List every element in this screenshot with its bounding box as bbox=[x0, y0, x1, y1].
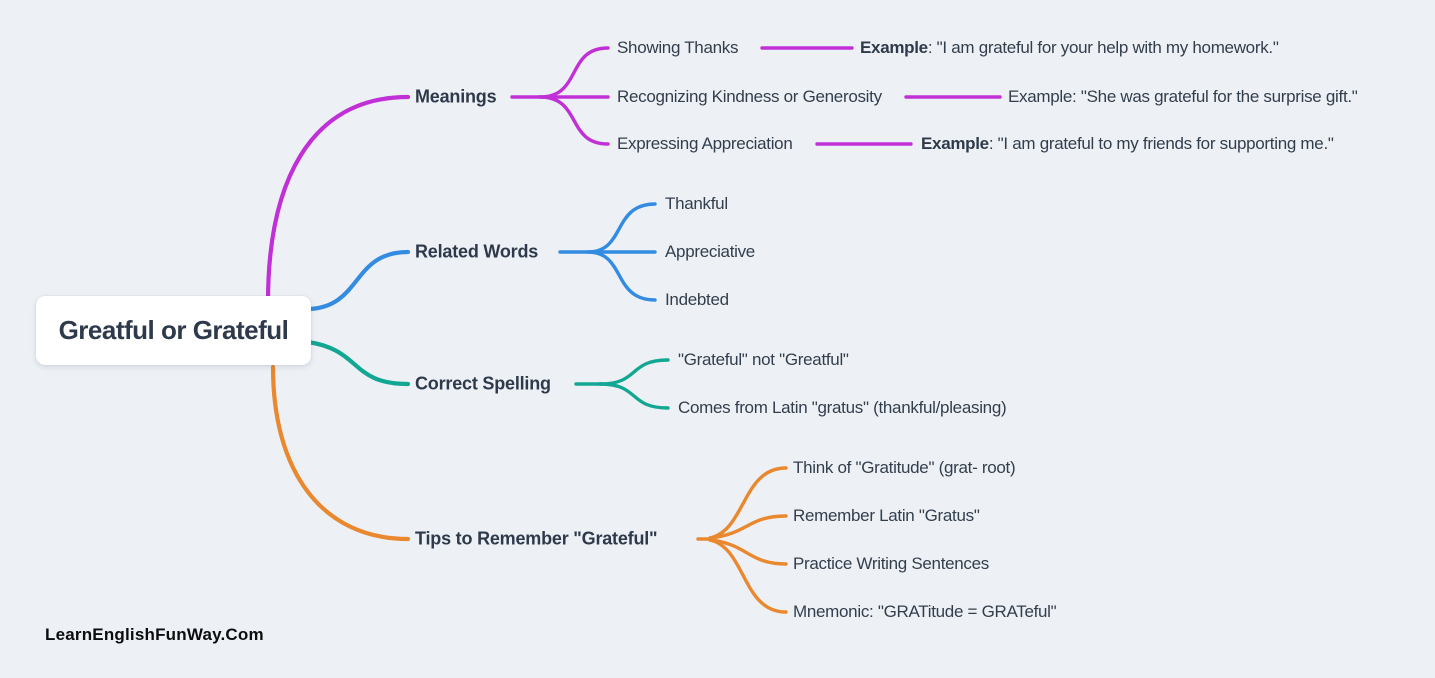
example-1-text: : "I am grateful for your help with my h… bbox=[927, 38, 1279, 57]
node-recognizing-kindness: Recognizing Kindness or Generosity bbox=[617, 87, 882, 106]
node-practice-sentences: Practice Writing Sentences bbox=[793, 554, 989, 573]
example-3-lead: Example bbox=[921, 134, 989, 153]
node-indebted: Indebted bbox=[665, 290, 729, 309]
example-1-lead: Example bbox=[860, 38, 928, 57]
watermark-text: LearnEnglishFunWay.Com bbox=[45, 625, 264, 644]
branch-label-tips: Tips to Remember "Grateful" bbox=[415, 528, 658, 549]
branch-line-tips-3 bbox=[708, 538, 788, 566]
branch-line-related-down bbox=[586, 250, 657, 302]
node-example-3: Example: "I am grateful to my friends fo… bbox=[921, 134, 1334, 154]
branch-line-correct-spelling bbox=[305, 339, 411, 387]
root-node-label: Greatful or Grateful bbox=[58, 315, 289, 345]
example-2-lead: Example bbox=[1008, 87, 1073, 106]
node-appreciative: Appreciative bbox=[665, 242, 755, 261]
branch-label-related-words: Related Words bbox=[415, 241, 539, 262]
root-node: Greatful or Grateful bbox=[36, 296, 311, 365]
node-example-1: Example: "I am grateful for your help wi… bbox=[860, 38, 1279, 58]
branch-label-correct-spelling: Correct Spelling bbox=[415, 373, 551, 394]
branch-line-related-up bbox=[586, 202, 657, 254]
node-remember-gratus: Remember Latin "Gratus" bbox=[793, 506, 980, 525]
node-mnemonic: Mnemonic: "GRATitude = GRATeful" bbox=[793, 602, 1057, 621]
node-expressing-appreciation: Expressing Appreciation bbox=[617, 134, 793, 153]
branch-line-tips-1 bbox=[708, 466, 788, 540]
branch-line-tips-4 bbox=[708, 538, 788, 614]
branch-line-tips-2 bbox=[708, 514, 788, 540]
example-3-text: : "I am grateful to my friends for suppo… bbox=[988, 134, 1334, 153]
branch-line-meanings-down bbox=[538, 95, 610, 146]
branch-line-meanings bbox=[265, 94, 411, 305]
node-think-gratitude: Think of "Gratitude" (grat- root) bbox=[793, 458, 1016, 477]
node-grateful-not-greatful: "Grateful" not "Greatful" bbox=[678, 350, 849, 369]
branch-line-spelling-up bbox=[598, 358, 670, 386]
branch-line-spelling-down bbox=[598, 382, 670, 410]
example-2-text: : "She was grateful for the surprise gif… bbox=[1072, 87, 1358, 106]
branch-line-tips bbox=[270, 364, 411, 542]
node-latin-gratus: Comes from Latin "gratus" (thankful/plea… bbox=[678, 398, 1007, 417]
branch-line-meanings-up bbox=[538, 46, 610, 99]
branch-label-meanings: Meanings bbox=[415, 86, 497, 107]
branch-line-related-words bbox=[307, 249, 411, 312]
node-showing-thanks: Showing Thanks bbox=[617, 38, 739, 57]
node-example-2: Example: "She was grateful for the surpr… bbox=[1008, 87, 1358, 107]
node-thankful: Thankful bbox=[665, 194, 728, 213]
